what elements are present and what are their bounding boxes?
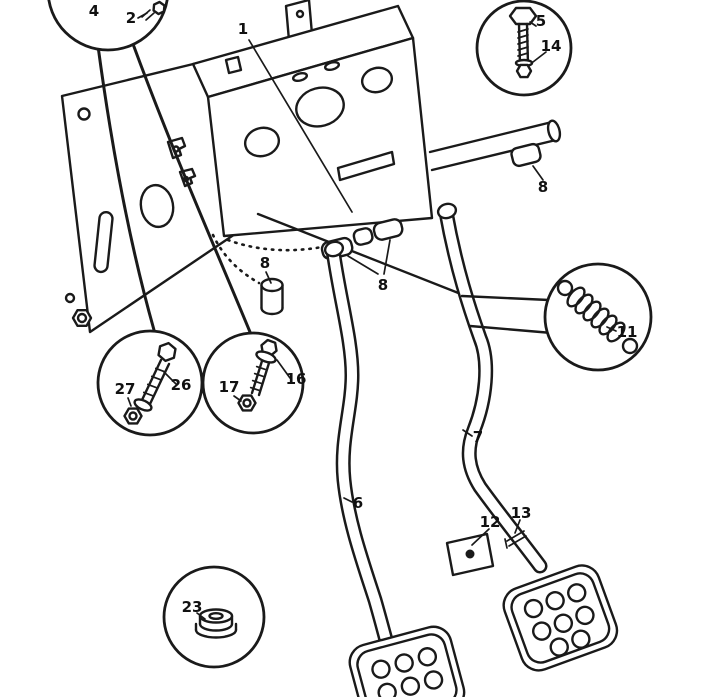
callout-circle-grommet xyxy=(162,565,266,669)
callout-label-4: 4 xyxy=(89,2,99,20)
nut-17-icon xyxy=(237,394,257,412)
callout-label-8-right: 8 xyxy=(538,178,548,196)
callout-label-8-left: 8 xyxy=(260,254,270,272)
callout-circle-spring xyxy=(543,262,653,372)
callout-label-14: 14 xyxy=(541,37,562,55)
callout-label-17: 17 xyxy=(219,378,240,396)
callout-label-6: 6 xyxy=(353,494,363,512)
clutch-pedal-arm xyxy=(323,240,404,686)
callout-label-2: 2 xyxy=(126,9,136,27)
leader-lines xyxy=(127,12,617,620)
assembly-dashed-line-2 xyxy=(226,238,324,252)
brake-pedal-pad xyxy=(502,564,619,672)
spring-leader-lines xyxy=(460,294,554,335)
callout-label-12: 12 xyxy=(480,513,501,531)
stop-plate xyxy=(445,532,495,577)
bolt-26-icon xyxy=(133,341,177,412)
callout-label-11: 11 xyxy=(617,323,638,341)
bushing-left-tube xyxy=(260,277,284,316)
pedal-bracket xyxy=(191,0,434,238)
grommet-23-icon xyxy=(194,608,238,639)
callout-label-16: 16 xyxy=(286,370,307,388)
assembly-dashed-line xyxy=(211,233,261,285)
nut-27-icon xyxy=(123,407,143,425)
clevis-pin xyxy=(504,530,527,549)
callout-circle-center-bolt xyxy=(201,331,305,435)
callout-label-1: 1 xyxy=(238,20,248,38)
callout-label-13: 13 xyxy=(511,504,532,522)
part-labels: 4 2 1 5 14 8 8 8 11 27 26 17 16 6 7 12 1… xyxy=(89,2,638,616)
bolt-16-icon xyxy=(249,338,278,397)
callout-circle-top-right xyxy=(475,0,573,97)
mounting-plate xyxy=(60,56,240,334)
return-spring-inplace-line xyxy=(256,212,468,298)
callout-label-5: 5 xyxy=(536,12,546,30)
bolt-5-icon xyxy=(508,6,538,79)
plate-clip-icon xyxy=(166,136,197,188)
callout-label-27: 27 xyxy=(115,380,136,398)
leader-curves-top-left xyxy=(96,42,252,334)
callout-circle-top-left xyxy=(47,0,169,52)
small-bolt-icon xyxy=(141,0,166,21)
callout-label-26: 26 xyxy=(171,376,192,394)
plate-nut-icon xyxy=(71,309,93,327)
pivot-shaft xyxy=(428,119,562,172)
clutch-pedal-pad xyxy=(348,625,466,697)
bushing-right xyxy=(510,142,542,168)
callout-circle-left-bolt xyxy=(96,329,204,437)
callout-label-7: 7 xyxy=(473,428,483,446)
callout-label-8-center: 8 xyxy=(378,276,388,294)
callout-label-23: 23 xyxy=(182,598,203,616)
